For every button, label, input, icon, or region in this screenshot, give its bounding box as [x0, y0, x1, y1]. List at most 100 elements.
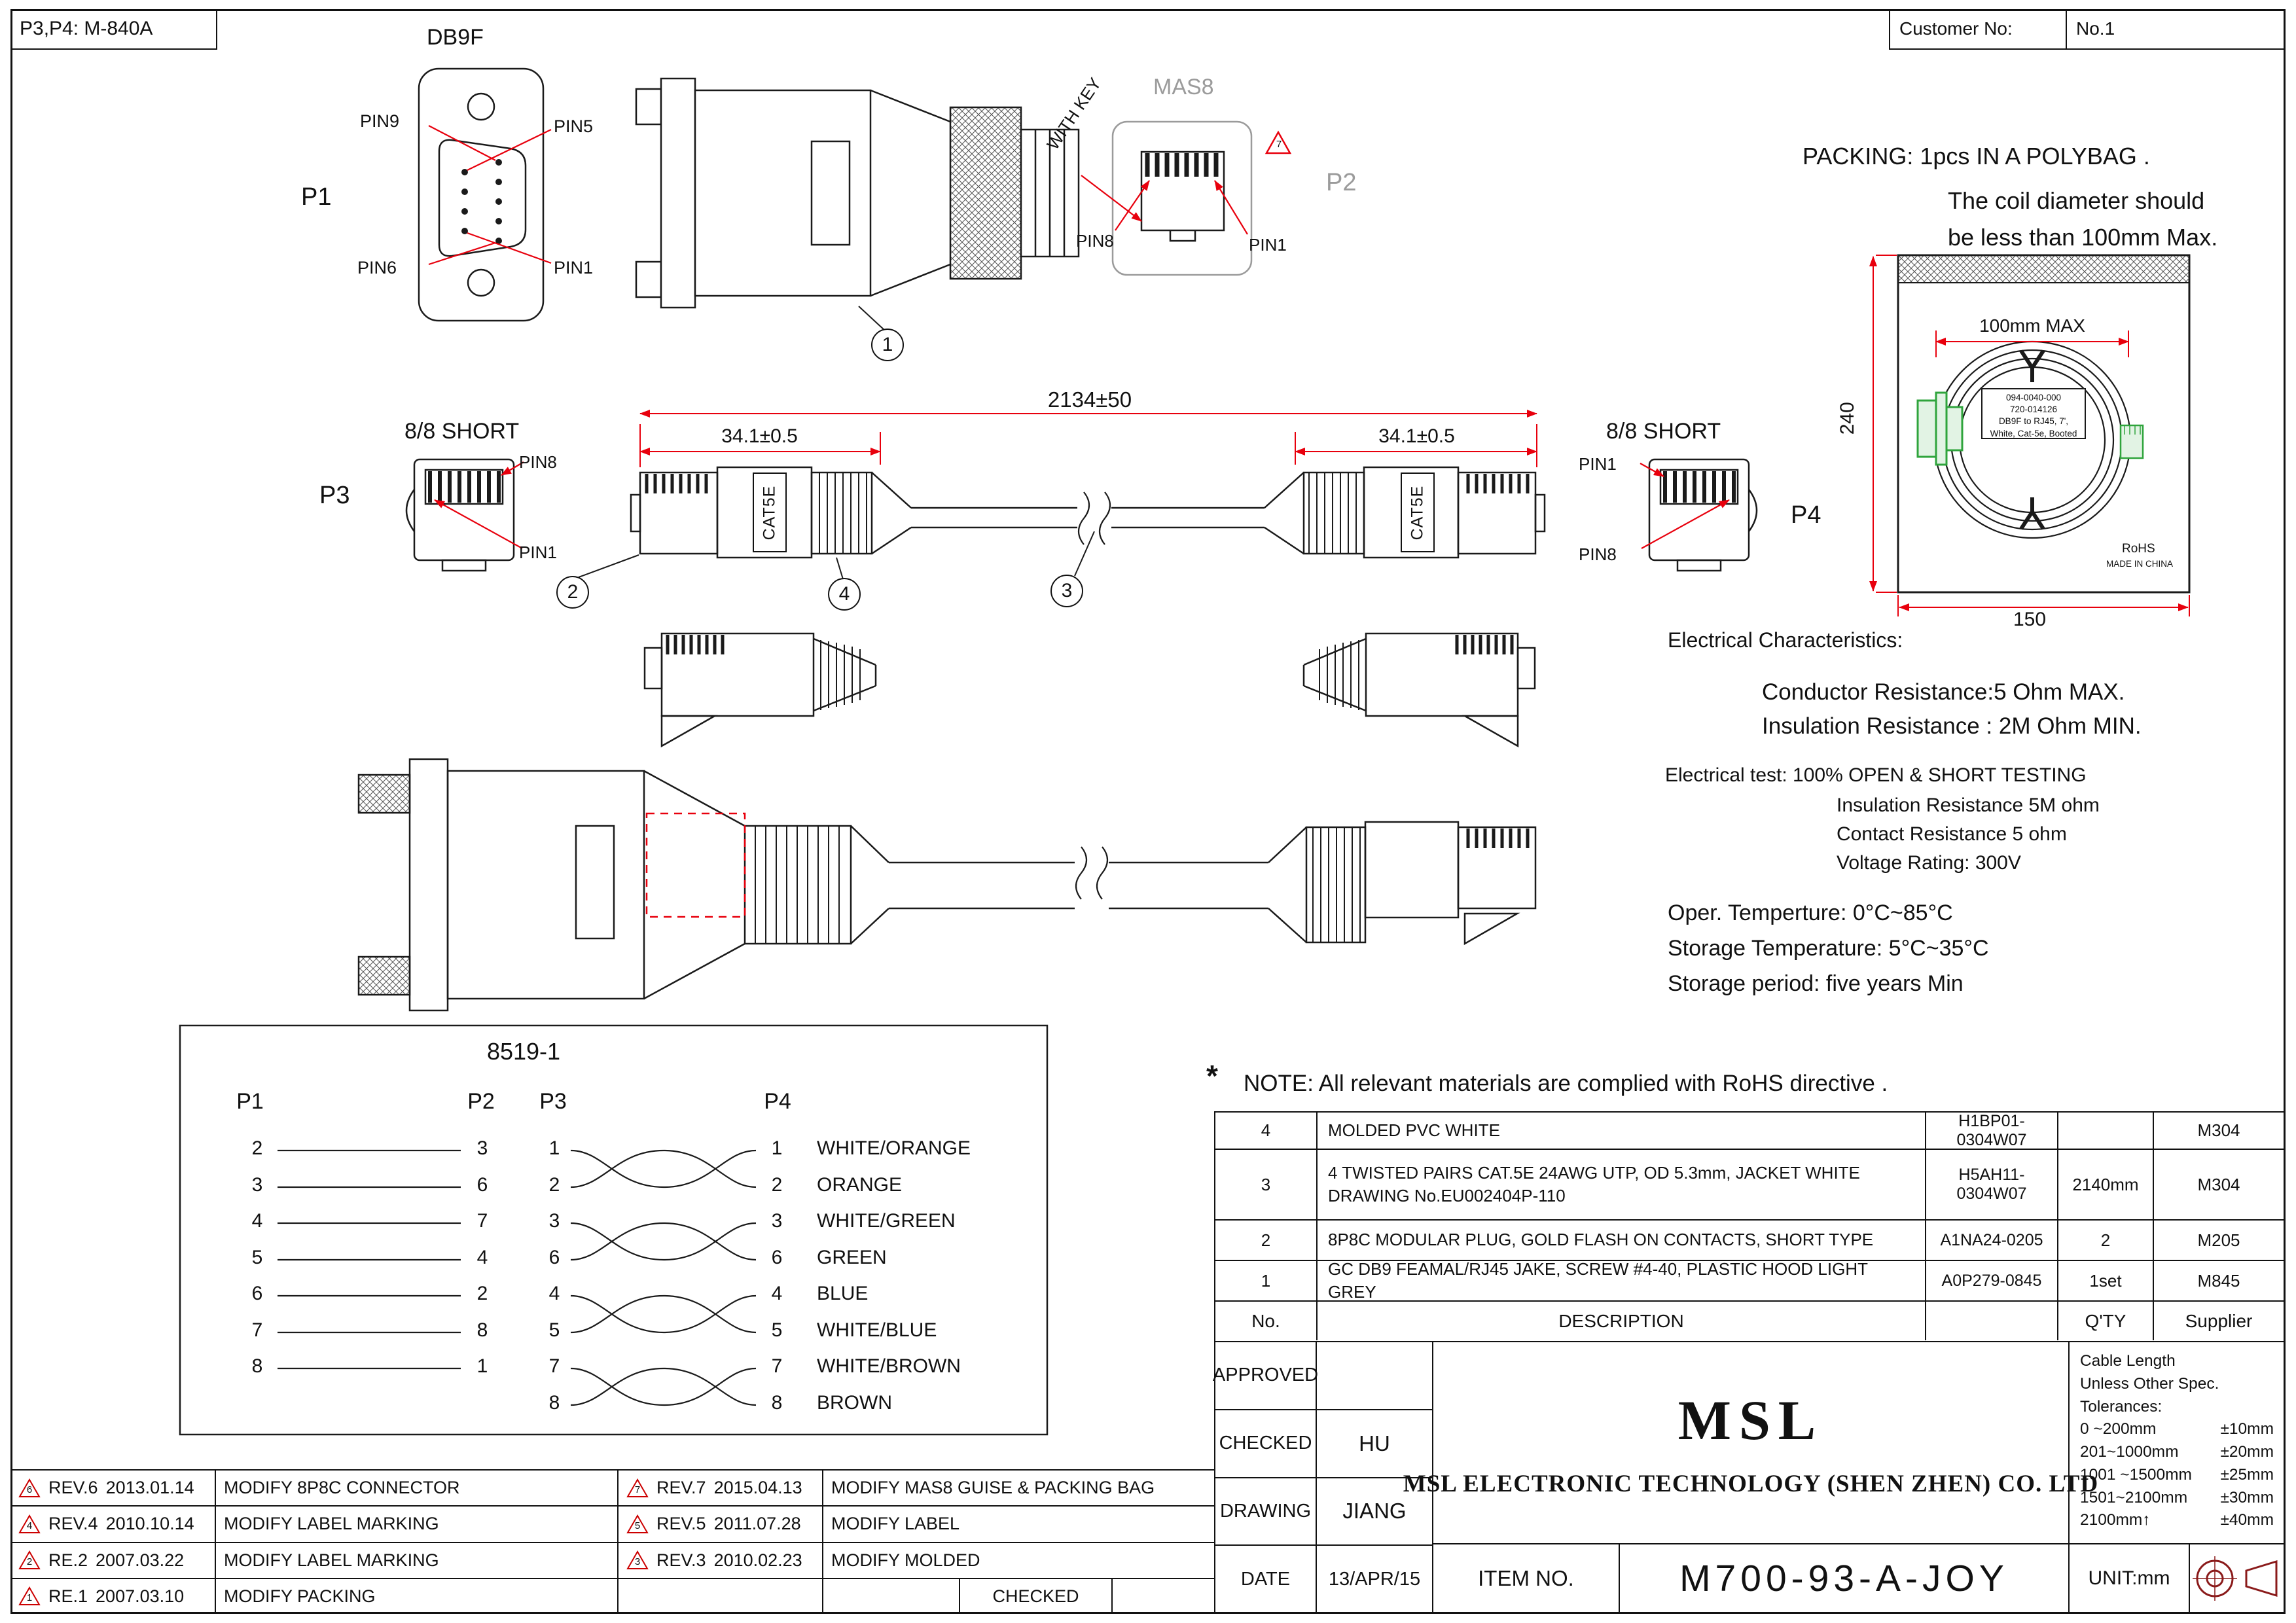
date-row: DATE 13/APR/15 — [1215, 1546, 1432, 1613]
bag-label-line3: DB9F to RJ45, 7', — [1998, 416, 2069, 427]
revision-row: 4 REV.4 2010.10.14 MODIFY LABEL MARKING … — [10, 1507, 1214, 1543]
company-area: MSL MSL ELECTRONIC TECHNOLOGY (SHEN ZHEN… — [1403, 1342, 2098, 1544]
revision-id-cell: 1 RE.1 2007.03.10 — [10, 1578, 216, 1614]
sheet-border — [10, 9, 2286, 1614]
electrical-test4: Voltage Rating: 300V — [1837, 852, 2021, 874]
packing-line2: The coil diameter should — [1948, 187, 2205, 214]
tolerance-title-1: Cable Length — [2079, 1352, 2176, 1370]
bom-part-no: A0P279-0845 — [1926, 1261, 2058, 1300]
bom-supplier: M845 — [2197, 1270, 2240, 1291]
bag-label-line4: White, Cat-5e, Booted — [1990, 428, 2077, 438]
revision-desc-cell: MODIFY LABEL MARKING — [216, 1507, 619, 1542]
bom-description: GC DB9 FEAMAL/RJ45 JAKE, SCREW #4-40, PL… — [1318, 1259, 1926, 1302]
wiring-p4-pin: 8 — [771, 1392, 783, 1414]
bom-supplier: M205 — [2197, 1230, 2240, 1250]
bag-product-label: 094-0040-000 720-014126 DB9F to RJ45, 7'… — [1984, 392, 2083, 440]
revision-rev: REV.5 — [656, 1514, 706, 1534]
approved-label: APPROVED — [1213, 1342, 1318, 1409]
bom-description: MOLDED PVC WHITE — [1318, 1113, 1926, 1149]
tolerance-range: 1501~2100mm — [2079, 1488, 2188, 1507]
bag-label-line1: 094-0040-000 — [2005, 393, 2062, 402]
mas8-rev-marker: 7 — [1276, 139, 1282, 150]
bom-qty: 2140mm — [2058, 1150, 2154, 1219]
corner-note-box: P3,P4: M-840A — [10, 9, 217, 50]
note-star: * — [1206, 1059, 1218, 1093]
wiring-p2-pin: 4 — [476, 1247, 488, 1268]
bom-header-qty: Q'TY — [2058, 1302, 2154, 1340]
customer-no-value: No.1 — [2066, 9, 2286, 50]
revision-desc-cell: CHECKED — [823, 1578, 1214, 1614]
wire-color: WHITE/BROWN — [817, 1355, 961, 1377]
wiring-p1-pin: 6 — [251, 1283, 263, 1304]
storage-period: Storage period: five years Min — [1668, 971, 1964, 996]
wire-color: GREEN — [817, 1247, 887, 1268]
packing-line1: PACKING: 1pcs IN A POLYBAG . — [1803, 143, 2150, 169]
revision-date: 2007.03.10 — [96, 1586, 185, 1606]
revision-desc-cell: MODIFY PACKING — [216, 1578, 619, 1614]
boot-length-dimension-right: 34.1±0.5 — [1378, 425, 1455, 447]
wire-color: BROWN — [817, 1392, 892, 1414]
p4-pin8-label: PIN8 — [1579, 544, 1617, 564]
wiring-p1-pin: 3 — [251, 1174, 263, 1196]
electrical-test3: Contact Resistance 5 ohm — [1837, 823, 2067, 845]
balloon-2: 2 — [556, 576, 589, 609]
bom-header-description: DESCRIPTION — [1318, 1302, 1926, 1340]
revision-desc-cell: MODIFY MOLDED — [831, 1550, 980, 1570]
bom-row: 3 4 TWISTED PAIRS CAT.5E 24AWG UTP, OD 5… — [1215, 1150, 2284, 1221]
wiring-p1-pin: 4 — [251, 1210, 263, 1232]
wiring-p3-pin: 4 — [548, 1283, 560, 1304]
electrical-test2: Insulation Resistance 5M ohm — [1837, 794, 2100, 816]
unit-row: UNIT:mm — [2070, 1544, 2284, 1613]
title-block-center: MSL MSL ELECTRONIC TECHNOLOGY (SHEN ZHEN… — [1403, 1342, 2098, 1613]
wiring-p3-pin: 5 — [548, 1319, 560, 1341]
bag-label-line2: 720-014126 — [2009, 404, 2058, 415]
wire-color: ORANGE — [817, 1174, 903, 1196]
drawing-value: JIANG — [1342, 1499, 1407, 1524]
revision-date: 2010.10.14 — [105, 1514, 194, 1534]
bom-supplier: M304 — [2197, 1174, 2240, 1194]
wiring-p4-pin: 2 — [771, 1174, 783, 1196]
wiring-p2-pin: 3 — [476, 1137, 488, 1159]
short-label-left: 8/8 SHORT — [404, 419, 520, 444]
revision-rev: REV.6 — [48, 1478, 98, 1498]
wiring-p3-pin: 8 — [548, 1392, 560, 1414]
bag-width-dimension: 150 — [2013, 609, 2047, 630]
wiring-title: 8519-1 — [486, 1038, 561, 1065]
revision-table: 6 REV.6 2013.01.14 MODIFY 8P8C CONNECTOR… — [10, 1469, 1214, 1614]
wiring-p4-pin: 3 — [771, 1210, 783, 1232]
unit-label: UNIT:mm — [2070, 1544, 2190, 1613]
title-block-right: Cable Length Unless Other Spec. Toleranc… — [2068, 1342, 2284, 1613]
wiring-p1-pin: 7 — [251, 1319, 263, 1341]
boot-length-dimension-left: 34.1±0.5 — [721, 425, 798, 447]
wiring-col-p2: P2 — [467, 1089, 495, 1114]
pin9-label: PIN9 — [360, 111, 400, 131]
wiring-p4-pin: 5 — [771, 1319, 783, 1341]
wire-color: BLUE — [817, 1283, 869, 1304]
cat5e-text-left: CAT5E — [760, 485, 779, 540]
wire-color: WHITE/GREEN — [817, 1210, 956, 1232]
tolerance-row: 2100mm↑±40mm — [2080, 1509, 2274, 1532]
revision-triangle-icon: 6 — [18, 1478, 41, 1498]
db9f-title: DB9F — [427, 25, 484, 50]
wiring-p4-pin: 7 — [771, 1355, 783, 1377]
p4-label: P4 — [1791, 501, 1821, 529]
short-label-right: 8/8 SHORT — [1606, 419, 1721, 444]
revision-marker: 3 — [634, 1556, 641, 1568]
date-label: DATE — [1215, 1546, 1317, 1613]
wiring-p4-pin: 6 — [771, 1247, 783, 1268]
checked-value: HU — [1359, 1431, 1390, 1455]
wiring-p2-pin: 1 — [476, 1355, 488, 1377]
tolerance-block: Cable Length Unless Other Spec. Toleranc… — [2069, 1342, 2284, 1544]
revision-desc-cell: MODIFY LABEL — [831, 1514, 960, 1534]
balloon-4: 4 — [828, 578, 861, 611]
wiring-p3-pin: 7 — [548, 1355, 560, 1377]
revision-id-cell: 4 REV.4 2010.10.14 — [10, 1507, 216, 1542]
overall-length-dimension: 2134±50 — [1047, 387, 1132, 412]
wiring-p1-pin: 5 — [251, 1247, 263, 1268]
revision-rev: REV.4 — [48, 1514, 98, 1534]
revision-row: 1 RE.1 2007.03.10 MODIFY PACKING CHECKED — [10, 1578, 1214, 1614]
checked-label: CHECKED — [1215, 1410, 1317, 1477]
tolerance-value: ±20mm — [2220, 1443, 2274, 1461]
tolerance-row: 0 ~200mm±10mm — [2080, 1418, 2274, 1441]
